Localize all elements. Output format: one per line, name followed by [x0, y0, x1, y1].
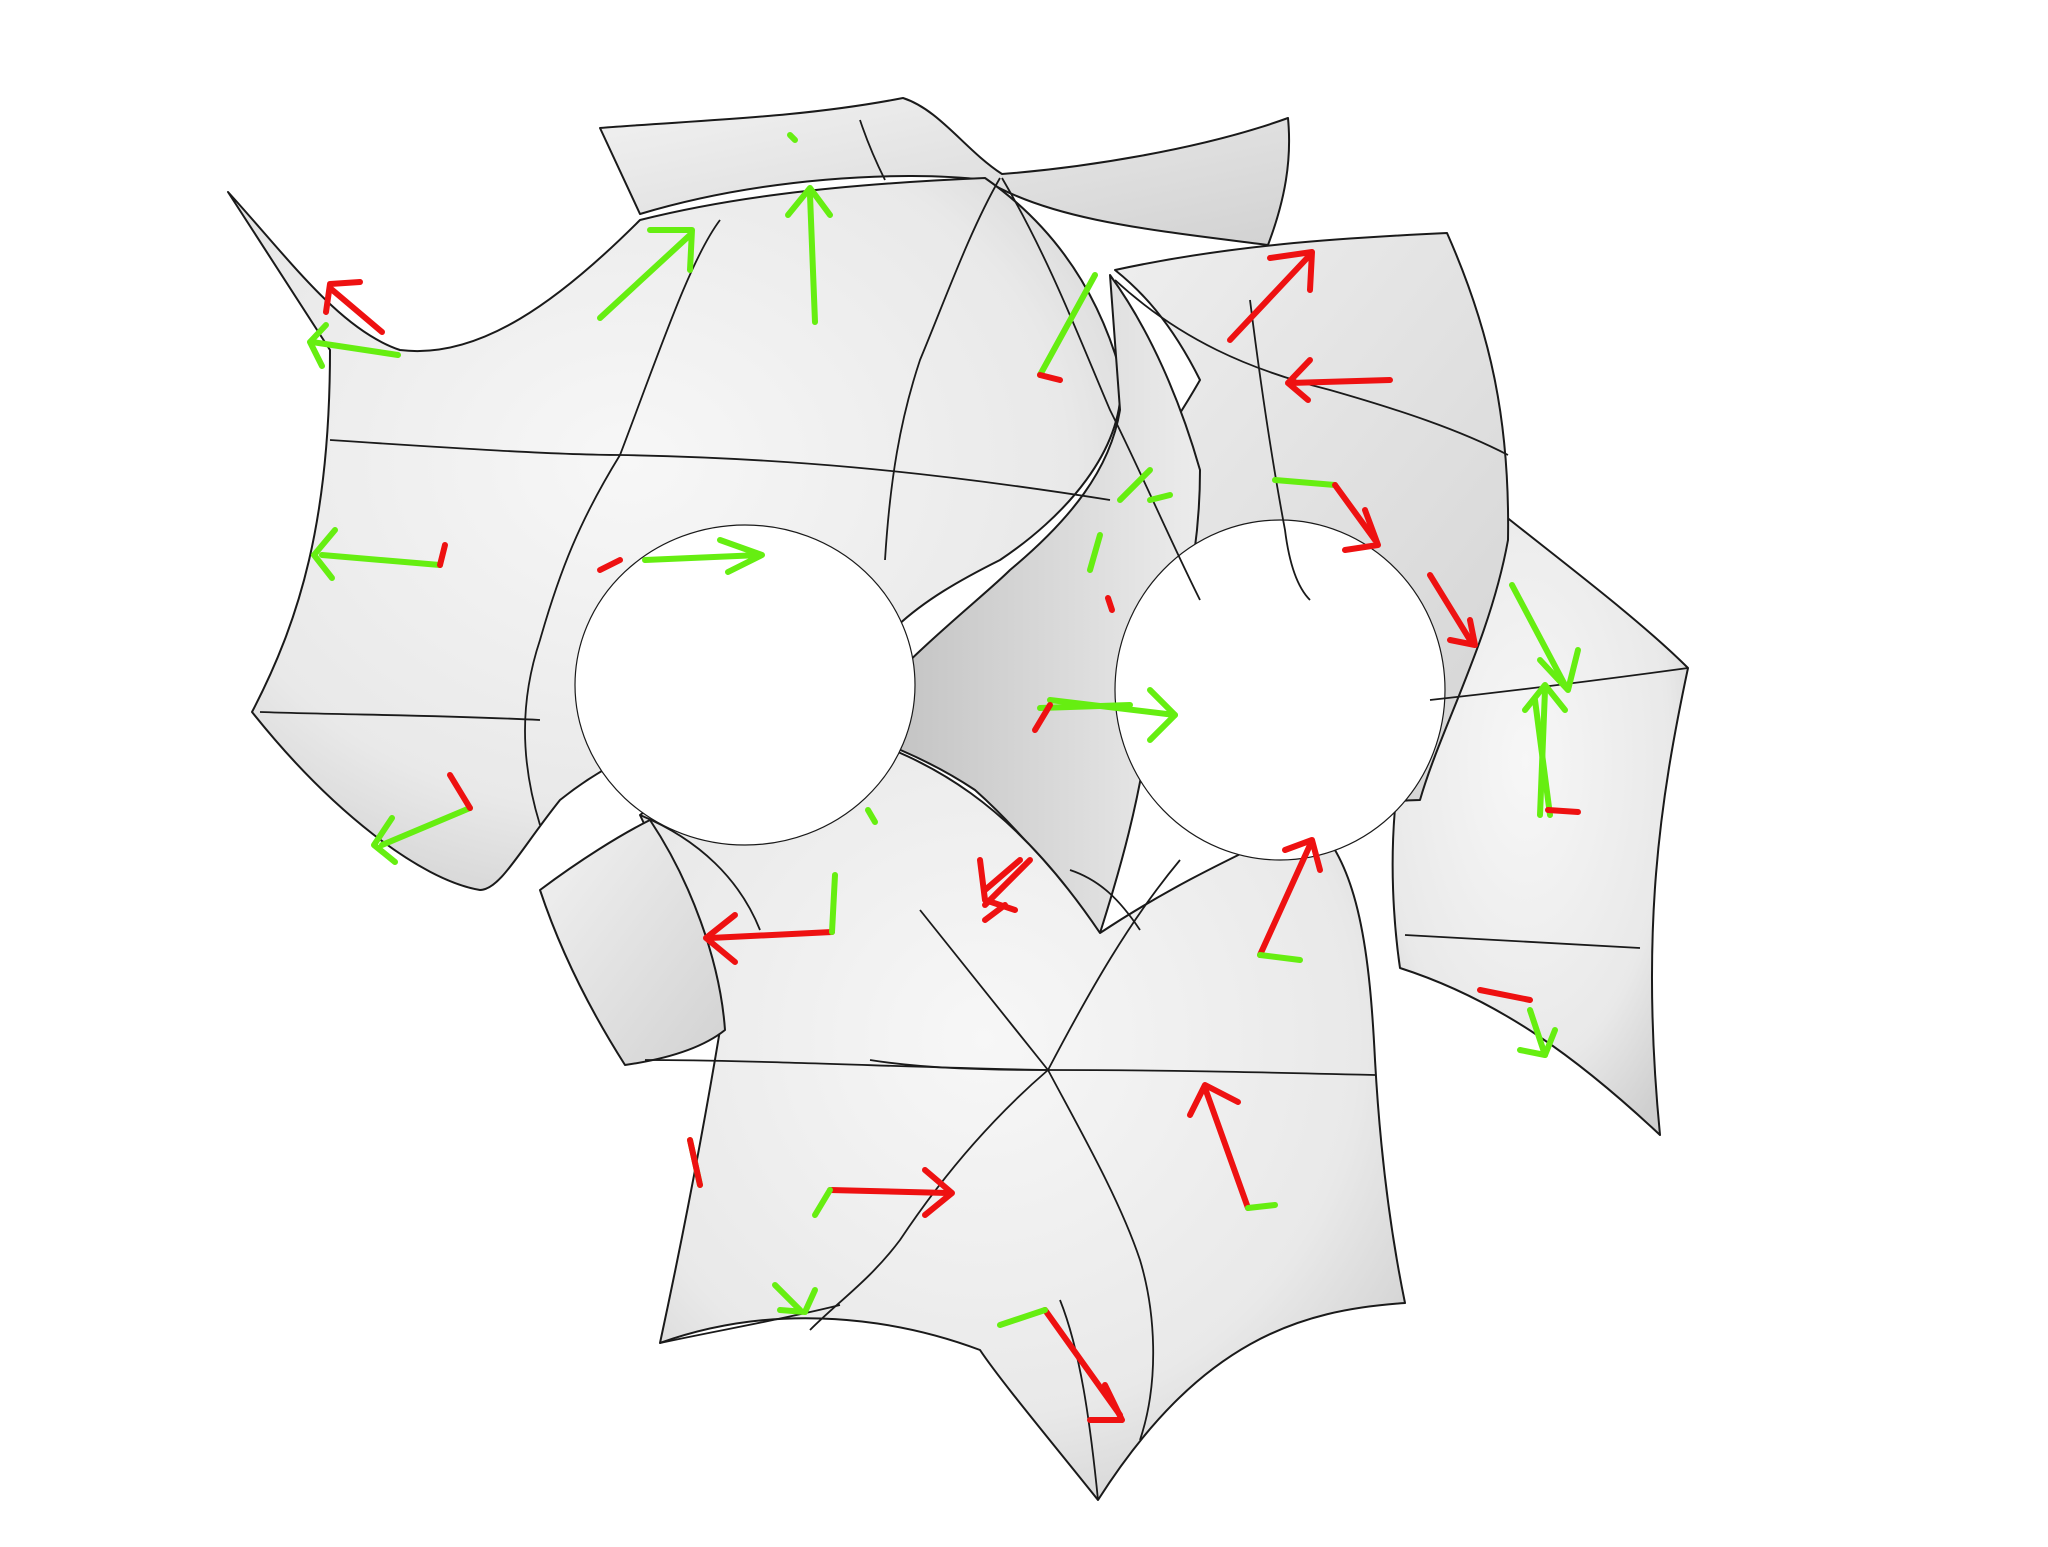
vector-pair-1: [307, 279, 401, 369]
vector-pair-20: [787, 132, 878, 825]
vector-pair-3: [311, 527, 448, 581]
surface-hole-left: [574, 524, 916, 846]
vector-pair-12: [1187, 1082, 1278, 1211]
vector-pair-19: [1532, 697, 1581, 818]
surface-panel-lower-left: [539, 819, 726, 1066]
surface-hole-right: [1114, 519, 1446, 861]
vector-pair-8: [1272, 477, 1478, 648]
surface-panel-top-back: [599, 97, 1291, 246]
tangent-frame-vectors: [307, 132, 1581, 1423]
vector-pair-18: [597, 537, 765, 575]
vector-pair-10: [1257, 837, 1323, 963]
vector-pair-16: [1477, 987, 1558, 1058]
vector-pair-5: [703, 857, 1023, 965]
vector-pair-6: [1032, 687, 1178, 743]
vector-pair-15: [687, 1137, 818, 1315]
vector-pair-11: [982, 857, 1033, 923]
vector-pair-2: [597, 185, 833, 325]
surface-panel-left: [227, 177, 1122, 891]
vector-pair-17: [1087, 467, 1173, 613]
vector-pair-4: [371, 772, 473, 865]
vector-pair-13: [812, 1167, 955, 1218]
vector-pair-7: [1037, 249, 1393, 403]
vector-pair-14: [997, 1307, 1125, 1423]
